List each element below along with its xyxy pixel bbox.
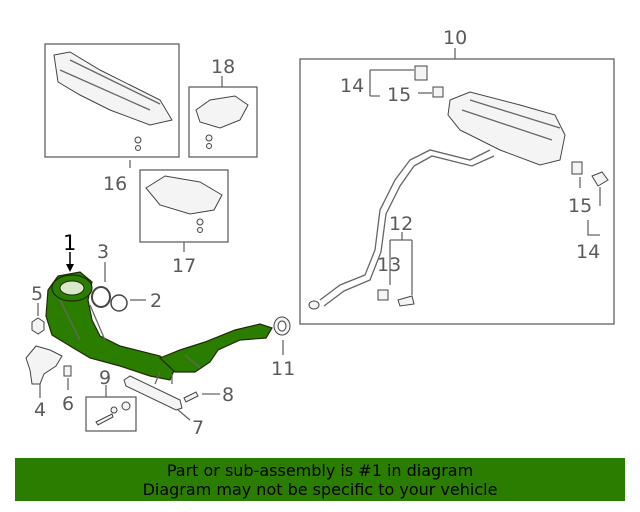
heat-shield-box-18: 18 <box>188 56 258 158</box>
heat-shield-box-17: 17 <box>139 169 229 277</box>
callout-12: 12 <box>389 213 413 235</box>
info-banner: Part or sub-assembly is #1 in diagram Di… <box>15 458 625 501</box>
heat-shield-box-16: 16 <box>44 43 180 195</box>
nut-part-5: 5 <box>31 283 45 335</box>
callout-14-right: 14 <box>576 241 600 263</box>
bolt-part-8: 8 <box>183 384 234 406</box>
callout-1: 1 <box>63 231 76 255</box>
callout-4: 4 <box>34 399 46 421</box>
callout-3: 3 <box>97 241 109 263</box>
callout-6: 6 <box>62 393 74 415</box>
rear-muffler-box-10: 10 14 15 15 14 12 13 <box>299 27 615 325</box>
callout-2: 2 <box>150 290 162 312</box>
banner-line-2: Diagram may not be specific to your vehi… <box>142 480 498 499</box>
clamp-part-11: 11 <box>271 316 295 380</box>
callout-16: 16 <box>103 173 127 195</box>
callout-15-top: 15 <box>387 84 411 106</box>
bracket-part-7: 7 <box>123 375 204 439</box>
callout-13: 13 <box>377 254 401 276</box>
callout-7: 7 <box>192 417 204 439</box>
bracket-part-4: 4 <box>25 345 63 421</box>
catalytic-converter-part-1 <box>45 271 273 385</box>
callout-18: 18 <box>211 56 235 78</box>
callout-14-top: 14 <box>340 75 364 97</box>
callout-10: 10 <box>443 27 467 49</box>
banner-line-1: Part or sub-assembly is #1 in diagram <box>166 461 474 480</box>
stud-part-6: 6 <box>62 365 74 415</box>
front-pipe <box>158 323 273 373</box>
hardware-box-9: 9 <box>85 367 137 432</box>
callout-8: 8 <box>222 384 234 406</box>
callout-15-right: 15 <box>568 195 592 217</box>
callout-5: 5 <box>31 283 43 305</box>
callout-17: 17 <box>172 255 196 277</box>
callout-11: 11 <box>271 358 295 380</box>
callout-1-group: 1 <box>63 231 76 272</box>
gaskets-parts-2-3: 3 2 <box>91 241 162 312</box>
callout-9: 9 <box>99 367 111 389</box>
